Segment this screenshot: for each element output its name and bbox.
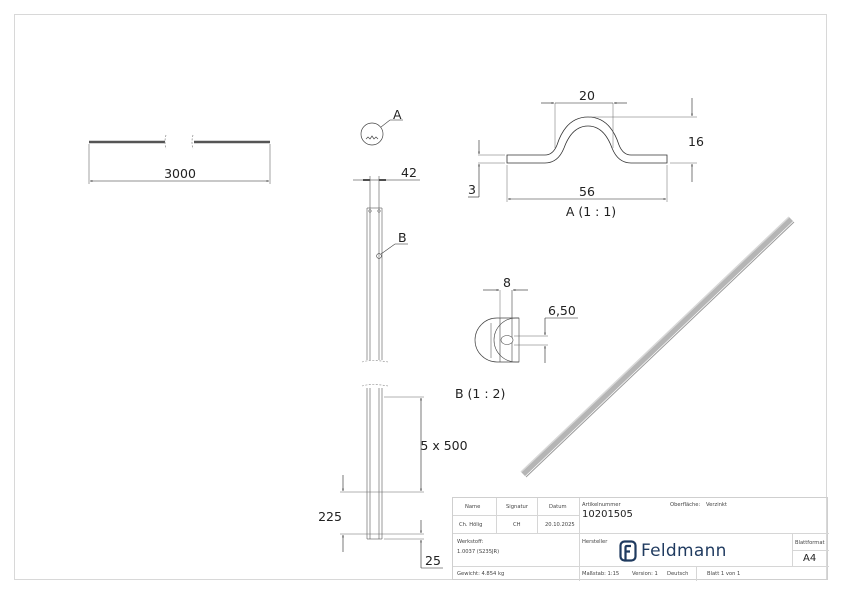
end-dimension: 25: [425, 553, 441, 568]
name-value-cell: Ch. Hölig: [453, 516, 497, 534]
svg-text:A: A: [393, 107, 402, 122]
detail-b-view: 8 6,50 B (1 : 2): [455, 275, 578, 401]
pitch-dimension: 5 x 500: [420, 438, 467, 453]
detail-a-thickness-dimension: 3: [468, 182, 476, 197]
name-header-cell: Name: [453, 498, 497, 516]
detail-a-profile: 20 16 3 56 A (1 : 1): [468, 88, 704, 219]
detail-b-width-dimension: 8: [503, 275, 511, 290]
manufacturer-cell: Hersteller: [580, 534, 793, 567]
signature-value-cell: CH: [497, 516, 538, 534]
detail-a-marker: A: [360, 107, 403, 146]
side-view-lower: 5 x 500 225 25: [318, 384, 468, 569]
sheet-format-value: A4: [803, 553, 817, 564]
side-view-upper: 42 B: [353, 165, 420, 363]
feldmann-logo: Feldmann: [619, 540, 727, 562]
detail-b-hole-dimension: 6,50: [548, 303, 576, 318]
weight-cell: Gewicht: 4.854 kg: [453, 567, 580, 581]
sheet-number-cell: Blatt 1 von 1: [707, 571, 741, 577]
detail-a-width-dimension: 56: [579, 184, 595, 199]
offset-dimension: 225: [318, 509, 342, 524]
detail-a-title: A (1 : 1): [566, 204, 616, 219]
date-value-cell: 20.10.2025: [538, 516, 580, 534]
material-value: 1.0037 (S235JR): [457, 549, 500, 555]
scale-version-cell: Maßstab: 1:15 Version: 1 Deutsch: [580, 567, 697, 581]
material-cell: Werkstoff: 1.0037 (S235JR): [453, 534, 580, 567]
length-dimension: 3000: [164, 166, 196, 181]
detail-b-title: B (1 : 2): [455, 386, 505, 401]
isometric-view: [520, 216, 795, 478]
logo-mark-icon: [619, 540, 637, 562]
detail-a-top-dimension: 20: [579, 88, 595, 103]
signature-header-cell: Signatur: [497, 498, 538, 516]
detail-b-marker: B: [398, 230, 407, 245]
article-number: 10201505: [582, 509, 633, 520]
sheet-format-label-cell: Blattformat: [793, 534, 829, 551]
detail-a-height-dimension: 16: [688, 134, 704, 149]
main-view: 3000: [88, 134, 271, 184]
surface-value: Verzinkt: [706, 502, 727, 508]
date-header-cell: Datum: [538, 498, 580, 516]
width-dimension: 42: [401, 165, 417, 180]
sheet-format-value-cell: A4: [793, 551, 829, 567]
drawing-frame: [14, 14, 827, 580]
article-cell: Artikelnummer 10201505 Oberfläche: Verzi…: [580, 498, 829, 534]
title-block: Name Signatur Datum Ch. Hölig CH 20.10.2…: [452, 497, 829, 581]
